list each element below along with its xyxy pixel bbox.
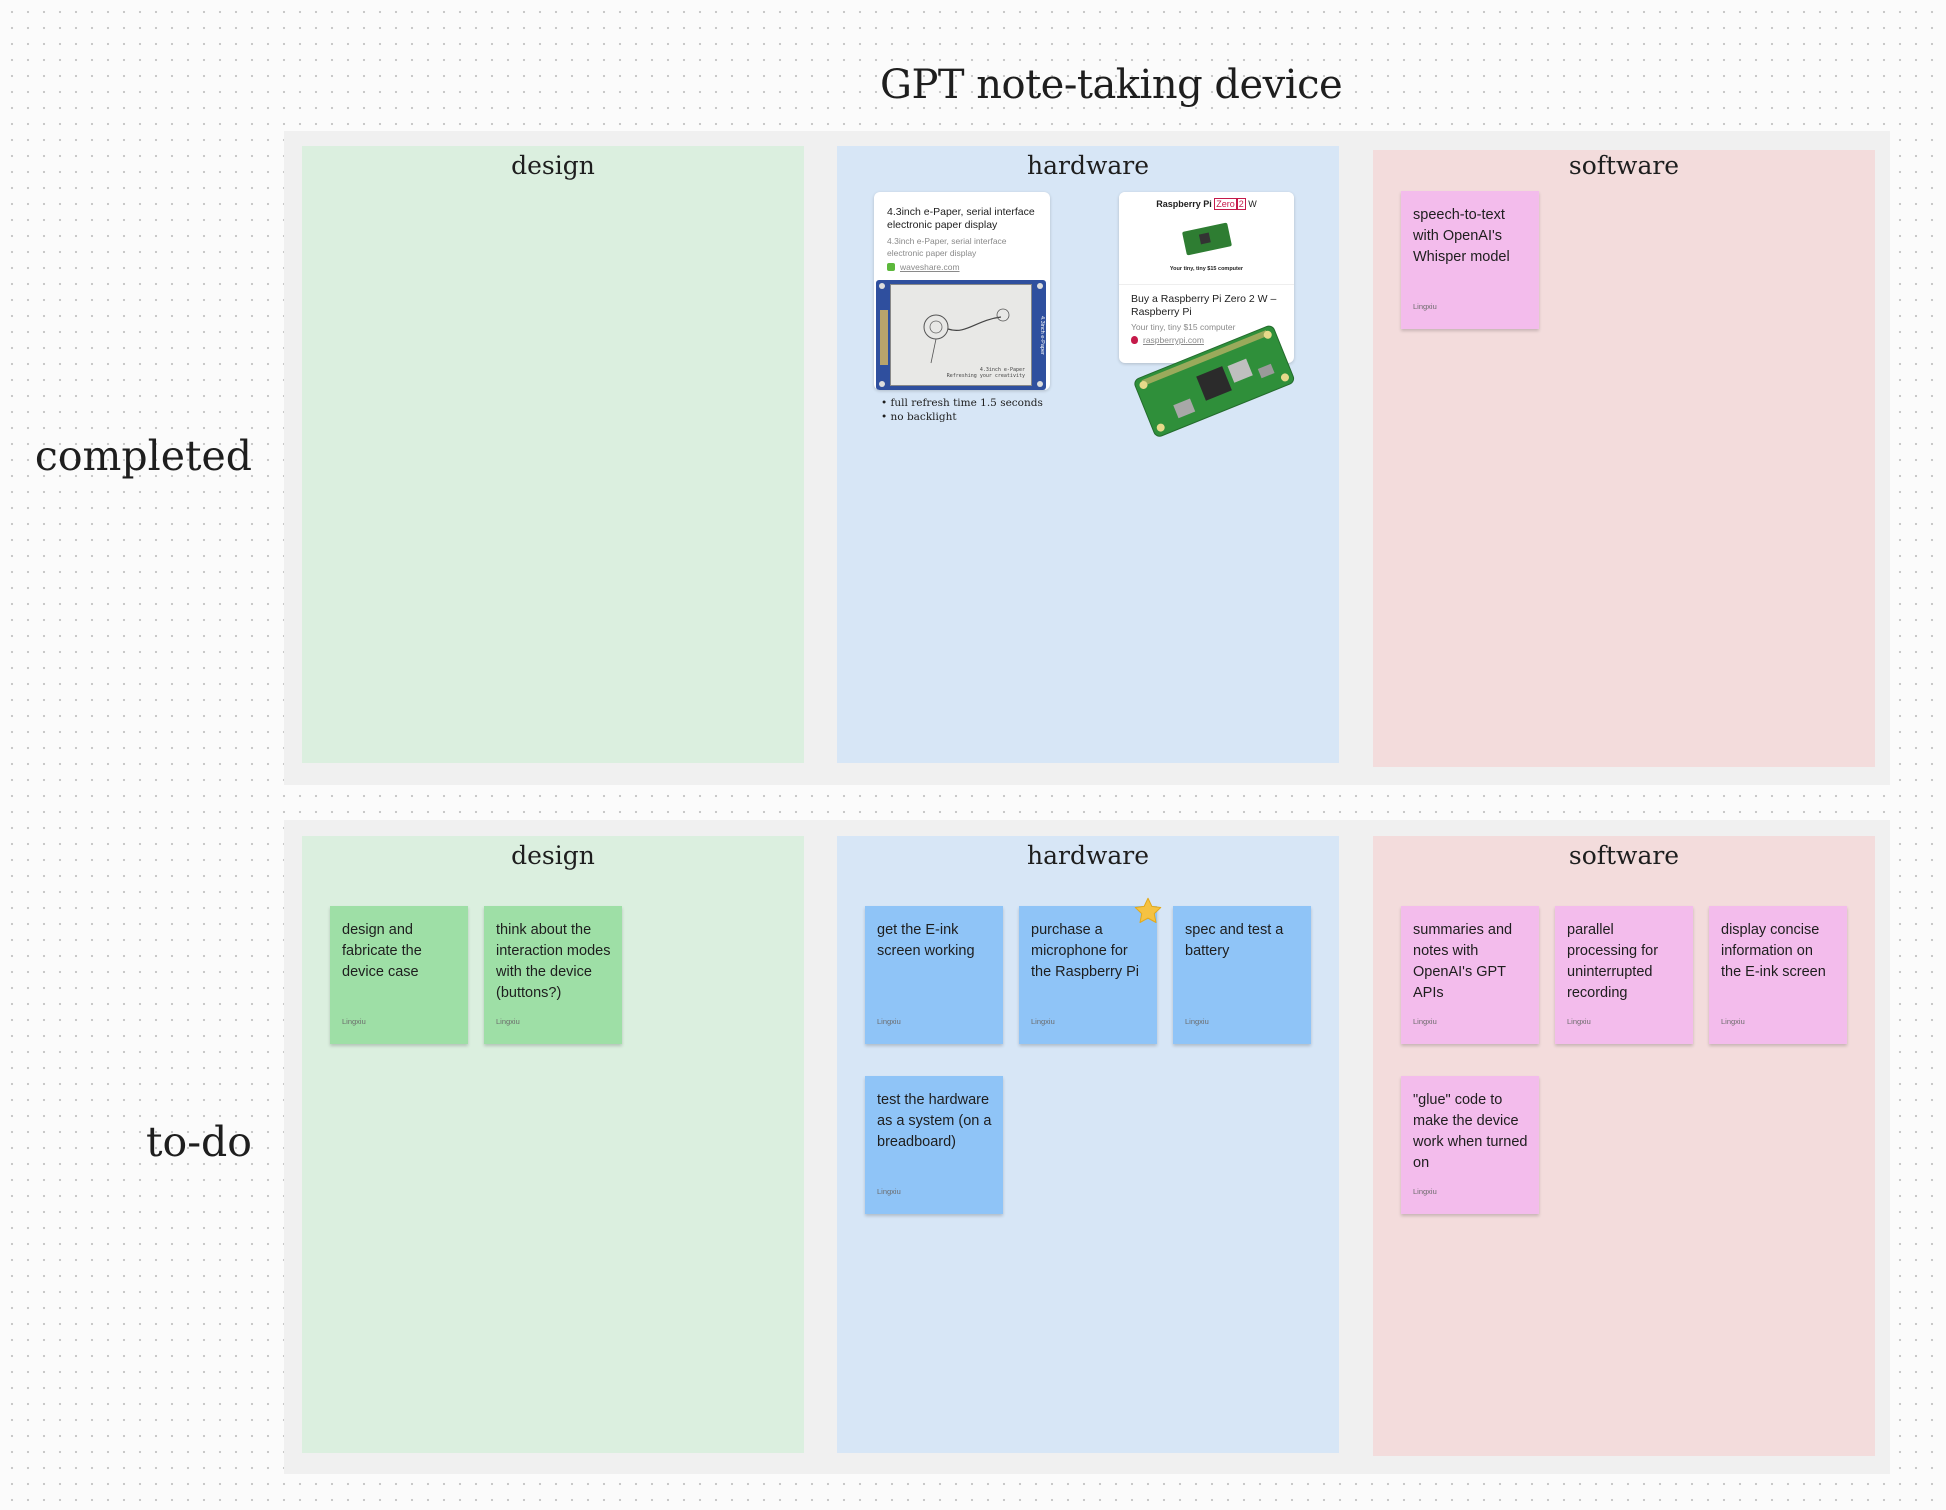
card-domain[interactable]: waveshare.com: [900, 262, 960, 272]
lane-todo-design[interactable]: design design and fabricate the device c…: [302, 836, 804, 1453]
card-title: Buy a Raspberry Pi Zero 2 W – Raspberry …: [1131, 293, 1277, 318]
note-bullet: • full refresh time 1.5 seconds: [881, 397, 1043, 409]
sticky-author: Lingxiu: [496, 1017, 520, 1026]
sticky-note[interactable]: speech-to-text with OpenAI's Whisper mod…: [1401, 191, 1539, 329]
sticky-author: Lingxiu: [1413, 1017, 1437, 1026]
flower-sketch-icon: [923, 308, 1010, 364]
sticky-author: Lingxiu: [1185, 1017, 1209, 1026]
section-todo[interactable]: design design and fabricate the device c…: [284, 820, 1890, 1474]
lane-title: design: [511, 841, 595, 870]
sticky-text: think about the interaction modes with t…: [496, 922, 611, 1001]
lane-completed-design[interactable]: design: [302, 146, 804, 763]
section-completed[interactable]: design hardware 4.3inch e-Paper, serial …: [284, 131, 1890, 785]
star-icon[interactable]: [1133, 896, 1163, 926]
sticky-text: spec and test a battery: [1185, 922, 1284, 959]
sticky-author: Lingxiu: [1567, 1017, 1591, 1026]
sticky-text: get the E-ink screen working: [877, 922, 975, 959]
sticky-author: Lingxiu: [877, 1187, 901, 1196]
sticky-text: purchase a microphone for the Raspberry …: [1031, 922, 1139, 980]
link-card-epaper[interactable]: 4.3inch e-Paper, serial interface electr…: [874, 192, 1050, 390]
lane-title: hardware: [1026, 841, 1149, 870]
sticky-text: "glue" code to make the device work when…: [1413, 1092, 1528, 1171]
sticky-text: speech-to-text with OpenAI's Whisper mod…: [1413, 207, 1510, 265]
sticky-text: summaries and notes with OpenAI's GPT AP…: [1413, 922, 1513, 1001]
raspberry-pi-zero-image[interactable]: [1127, 321, 1297, 441]
lane-title: software: [1568, 841, 1680, 870]
sticky-text: design and fabricate the device case: [342, 922, 422, 980]
waveshare-favicon-icon: [887, 263, 895, 271]
sticky-author: Lingxiu: [1413, 1187, 1437, 1196]
sticky-text: parallel processing for uninterrupted re…: [1567, 922, 1659, 1001]
lane-todo-hardware[interactable]: hardware get the E-ink screen working Li…: [837, 836, 1339, 1453]
card-title: 4.3inch e-Paper, serial interface electr…: [887, 206, 1035, 231]
lane-completed-hardware[interactable]: hardware 4.3inch e-Paper, serial interfa…: [837, 146, 1339, 763]
card-description: Your tiny, tiny $15 computer: [1131, 322, 1236, 332]
sticky-author: Lingxiu: [1413, 302, 1437, 311]
sticky-text: display concise information on the E-ink…: [1721, 922, 1826, 980]
mount-hole-icon: [879, 381, 885, 387]
sticky-note[interactable]: purchase a microphone for the Raspberry …: [1019, 906, 1157, 1044]
sticky-author: Lingxiu: [1031, 1017, 1055, 1026]
card-description: 4.3inch e-Paper, serial interface electr…: [887, 236, 1007, 258]
sticky-author: Lingxiu: [877, 1017, 901, 1026]
raspberry-pi-favicon-icon: [1131, 336, 1138, 344]
sticky-note[interactable]: test the hardware as a system (on a brea…: [865, 1076, 1003, 1214]
sticky-author: Lingxiu: [342, 1017, 366, 1026]
sticky-note[interactable]: "glue" code to make the device work when…: [1401, 1076, 1539, 1214]
lane-title: design: [511, 151, 595, 180]
lane-title: hardware: [1026, 151, 1149, 180]
mount-hole-icon: [1037, 283, 1043, 289]
pi-banner-tagline: Your tiny, tiny $15 computer: [1169, 266, 1244, 272]
epaper-screen-text: 4.3inch e-Paper Refreshing your creativi…: [946, 367, 1025, 379]
lane-todo-software[interactable]: software summaries and notes with OpenAI…: [1373, 836, 1875, 1456]
sticky-text: test the hardware as a system (on a brea…: [877, 1092, 992, 1150]
mount-hole-icon: [879, 283, 885, 289]
lane-title: software: [1568, 151, 1680, 180]
sticky-note[interactable]: spec and test a battery Lingxiu: [1173, 906, 1311, 1044]
epaper-product-image: 4.3inch e-Paper Refreshing your creativi…: [876, 280, 1046, 390]
sticky-author: Lingxiu: [1721, 1017, 1745, 1026]
row-label-todo[interactable]: to-do: [146, 1118, 252, 1166]
lane-completed-software[interactable]: software speech-to-text with OpenAI's Wh…: [1373, 150, 1875, 767]
note-bullet: • no backlight: [881, 411, 957, 423]
sticky-note[interactable]: summaries and notes with OpenAI's GPT AP…: [1401, 906, 1539, 1044]
sticky-note[interactable]: parallel processing for uninterrupted re…: [1555, 906, 1693, 1044]
epaper-notes[interactable]: • full refresh time 1.5 seconds • no bac…: [881, 396, 1051, 424]
epaper-side-label: 4.3inch e-Paper: [1039, 315, 1045, 355]
sticky-note[interactable]: get the E-ink screen working Lingxiu: [865, 906, 1003, 1044]
epaper-connector: [880, 310, 888, 365]
mount-hole-icon: [1037, 381, 1043, 387]
card-domain[interactable]: raspberrypi.com: [1143, 335, 1204, 345]
row-label-completed[interactable]: completed: [34, 432, 252, 480]
board-title[interactable]: GPT note-taking device: [880, 62, 1343, 108]
epaper-screen: 4.3inch e-Paper Refreshing your creativi…: [890, 284, 1032, 386]
pi-board-small: [1182, 222, 1232, 256]
sticky-note[interactable]: design and fabricate the device case Lin…: [330, 906, 468, 1044]
sticky-note[interactable]: think about the interaction modes with t…: [484, 906, 622, 1044]
sticky-note[interactable]: display concise information on the E-ink…: [1709, 906, 1847, 1044]
